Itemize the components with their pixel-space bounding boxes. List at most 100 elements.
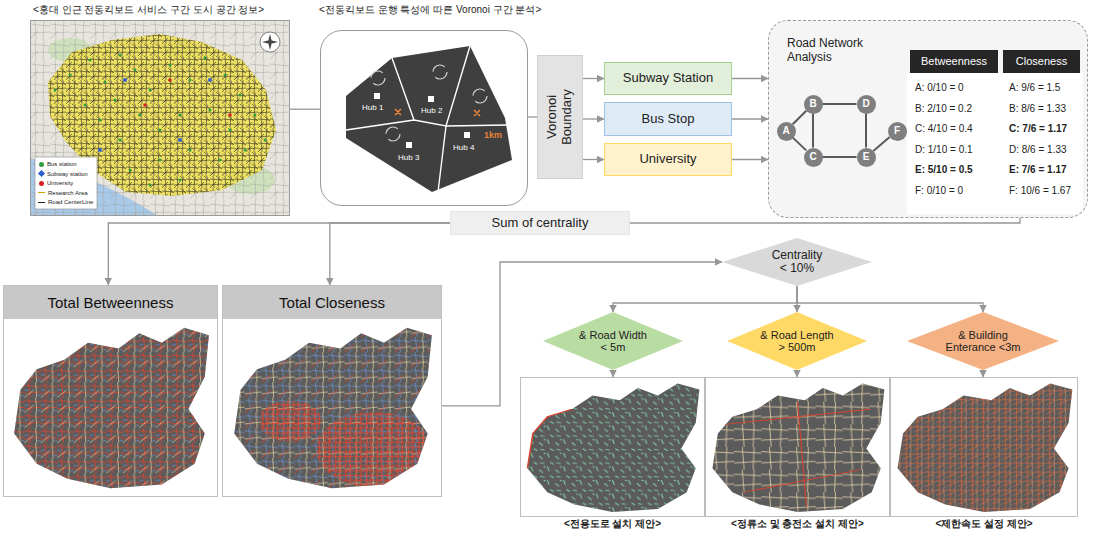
result-panel: Total Betweenness [3,285,218,497]
connector [108,223,450,285]
connector [583,118,604,119]
diamond-outline [543,312,683,370]
proposal-map: <정류소 및 충전소 설치 제안> [705,377,890,517]
connector [732,118,768,119]
table-cell: C: 4/10 = 0.4 [915,123,973,135]
group-title: Road Network Analysis [787,36,877,65]
voronoi-area [346,46,512,192]
betweenness-map [14,328,209,489]
panel-header: Total Closeness [223,286,441,319]
legend-swatch [38,192,45,193]
connector [630,218,1020,223]
hub-label: Hub 4 [453,143,474,152]
graph-vertex: E [857,148,876,167]
hub-squares [374,93,470,148]
map-caption: <전용도로 설치 제안> [511,518,714,530]
node-text: & Building Enterance <3m [944,329,1022,353]
node-text: Sum of centrality [492,216,589,231]
legend-item: University [38,179,73,187]
table-cell: D: 1/10 = 0.1 [915,144,973,156]
graph-edge [793,138,806,151]
sum-box: Sum of centrality [450,211,630,235]
table-cell: B: 2/10 = 0.2 [915,103,972,115]
panel-heading: <홍대 인근 전동킥보드 서비스 구간 도시 공간 정보> [33,4,264,16]
legend-swatch [38,170,45,177]
legend-text: Road CenterLine [48,198,93,206]
hub-label: Hub 1 [362,103,383,112]
result-panel: Total Closeness [222,285,442,497]
graph-edge [865,114,867,148]
diamond-outline [722,238,872,286]
proposal-map: <전용도로 설치 제안> [520,377,705,517]
voronoi-boundaries [346,46,508,192]
voronoi-illustration [320,30,528,206]
graph-edge [823,156,857,158]
connector [612,370,613,377]
map-caption: <정류소 및 충전소 설치 제안> [696,518,899,530]
road-centerlines [48,34,276,196]
graph-vertex: C [804,148,823,167]
table-cell: F: 0/10 = 0 [915,185,963,197]
legend-item: Bus station [38,160,77,168]
road-lines [30,20,290,216]
graph-edge [812,114,814,148]
graph-vertex: B [804,95,823,114]
legend-item: Subway station [38,170,88,178]
table-cell: A: 9/6 = 1.5 [1009,82,1060,94]
graph-vertex: F [888,122,907,141]
subway-station-marks [100,80,210,150]
connector [796,370,797,377]
node-text: C [809,152,816,162]
category-box: Subway Station [604,62,732,95]
table-cell: D: 8/6 = 1.33 [1009,144,1067,156]
closeness-map [234,328,432,489]
legend-text: Research Area [48,189,88,197]
table-cell: C: 7/6 = 1.17 [1009,123,1067,135]
decision-diamond: & Building Enterance <3m [907,312,1059,370]
connector [528,116,537,117]
table-cell: A: 0/10 = 0 [915,82,964,94]
connector [290,109,320,110]
legend-item: Research Area [38,189,88,197]
table-ground [907,73,1083,214]
graph-vertex: A [777,122,796,141]
graph-vertex: D [857,95,876,114]
scale-label: 1km [484,130,502,140]
node-text: & Road Length > 500m [758,329,836,353]
connector [583,159,604,160]
connector [583,78,604,79]
decision-diamond: & Road Length > 500m [727,312,867,370]
connector [613,286,797,312]
node-text: A [782,126,789,136]
compass [260,32,280,52]
node-text: University [639,152,696,167]
node-text: Bus Stop [642,112,695,127]
connector [732,78,768,79]
graph-edge [823,103,857,105]
analysis-backdrop [768,20,1088,218]
node-text: B [809,99,816,109]
voronoi-panel: <전동킥보드 운행 특성에 따른 Voronoi 구간 분석> [320,30,528,206]
panel-heading: <전동킥보드 운행 특성에 따른 Voronoi 구간 분석> [319,4,541,16]
table-cell: B: 8/6 = 1.33 [1009,103,1066,115]
university-marks [145,80,230,115]
legend-text: Bus station [47,160,77,168]
legend-box [35,157,97,209]
table-cell: E: 5/10 = 0.5 [915,164,973,176]
diamond-outline [907,312,1059,370]
lane-map [527,384,699,512]
table-header: Betweenness [910,50,998,73]
node-text: Centrality < 10% [767,249,827,275]
hub-label: Hub 2 [421,106,442,115]
rotation-icons [371,65,487,141]
graph-edge [873,137,889,151]
base-map [30,20,290,216]
station-map [712,384,884,512]
node-text: & Road Width < 5m [577,329,649,353]
hub-label: Hub 3 [398,153,419,162]
decision-diamond: & Road Width < 5m [543,312,683,370]
speed-map [898,384,1073,512]
panel-header: Total Betweenness [4,286,217,319]
graph-edge [793,111,807,125]
